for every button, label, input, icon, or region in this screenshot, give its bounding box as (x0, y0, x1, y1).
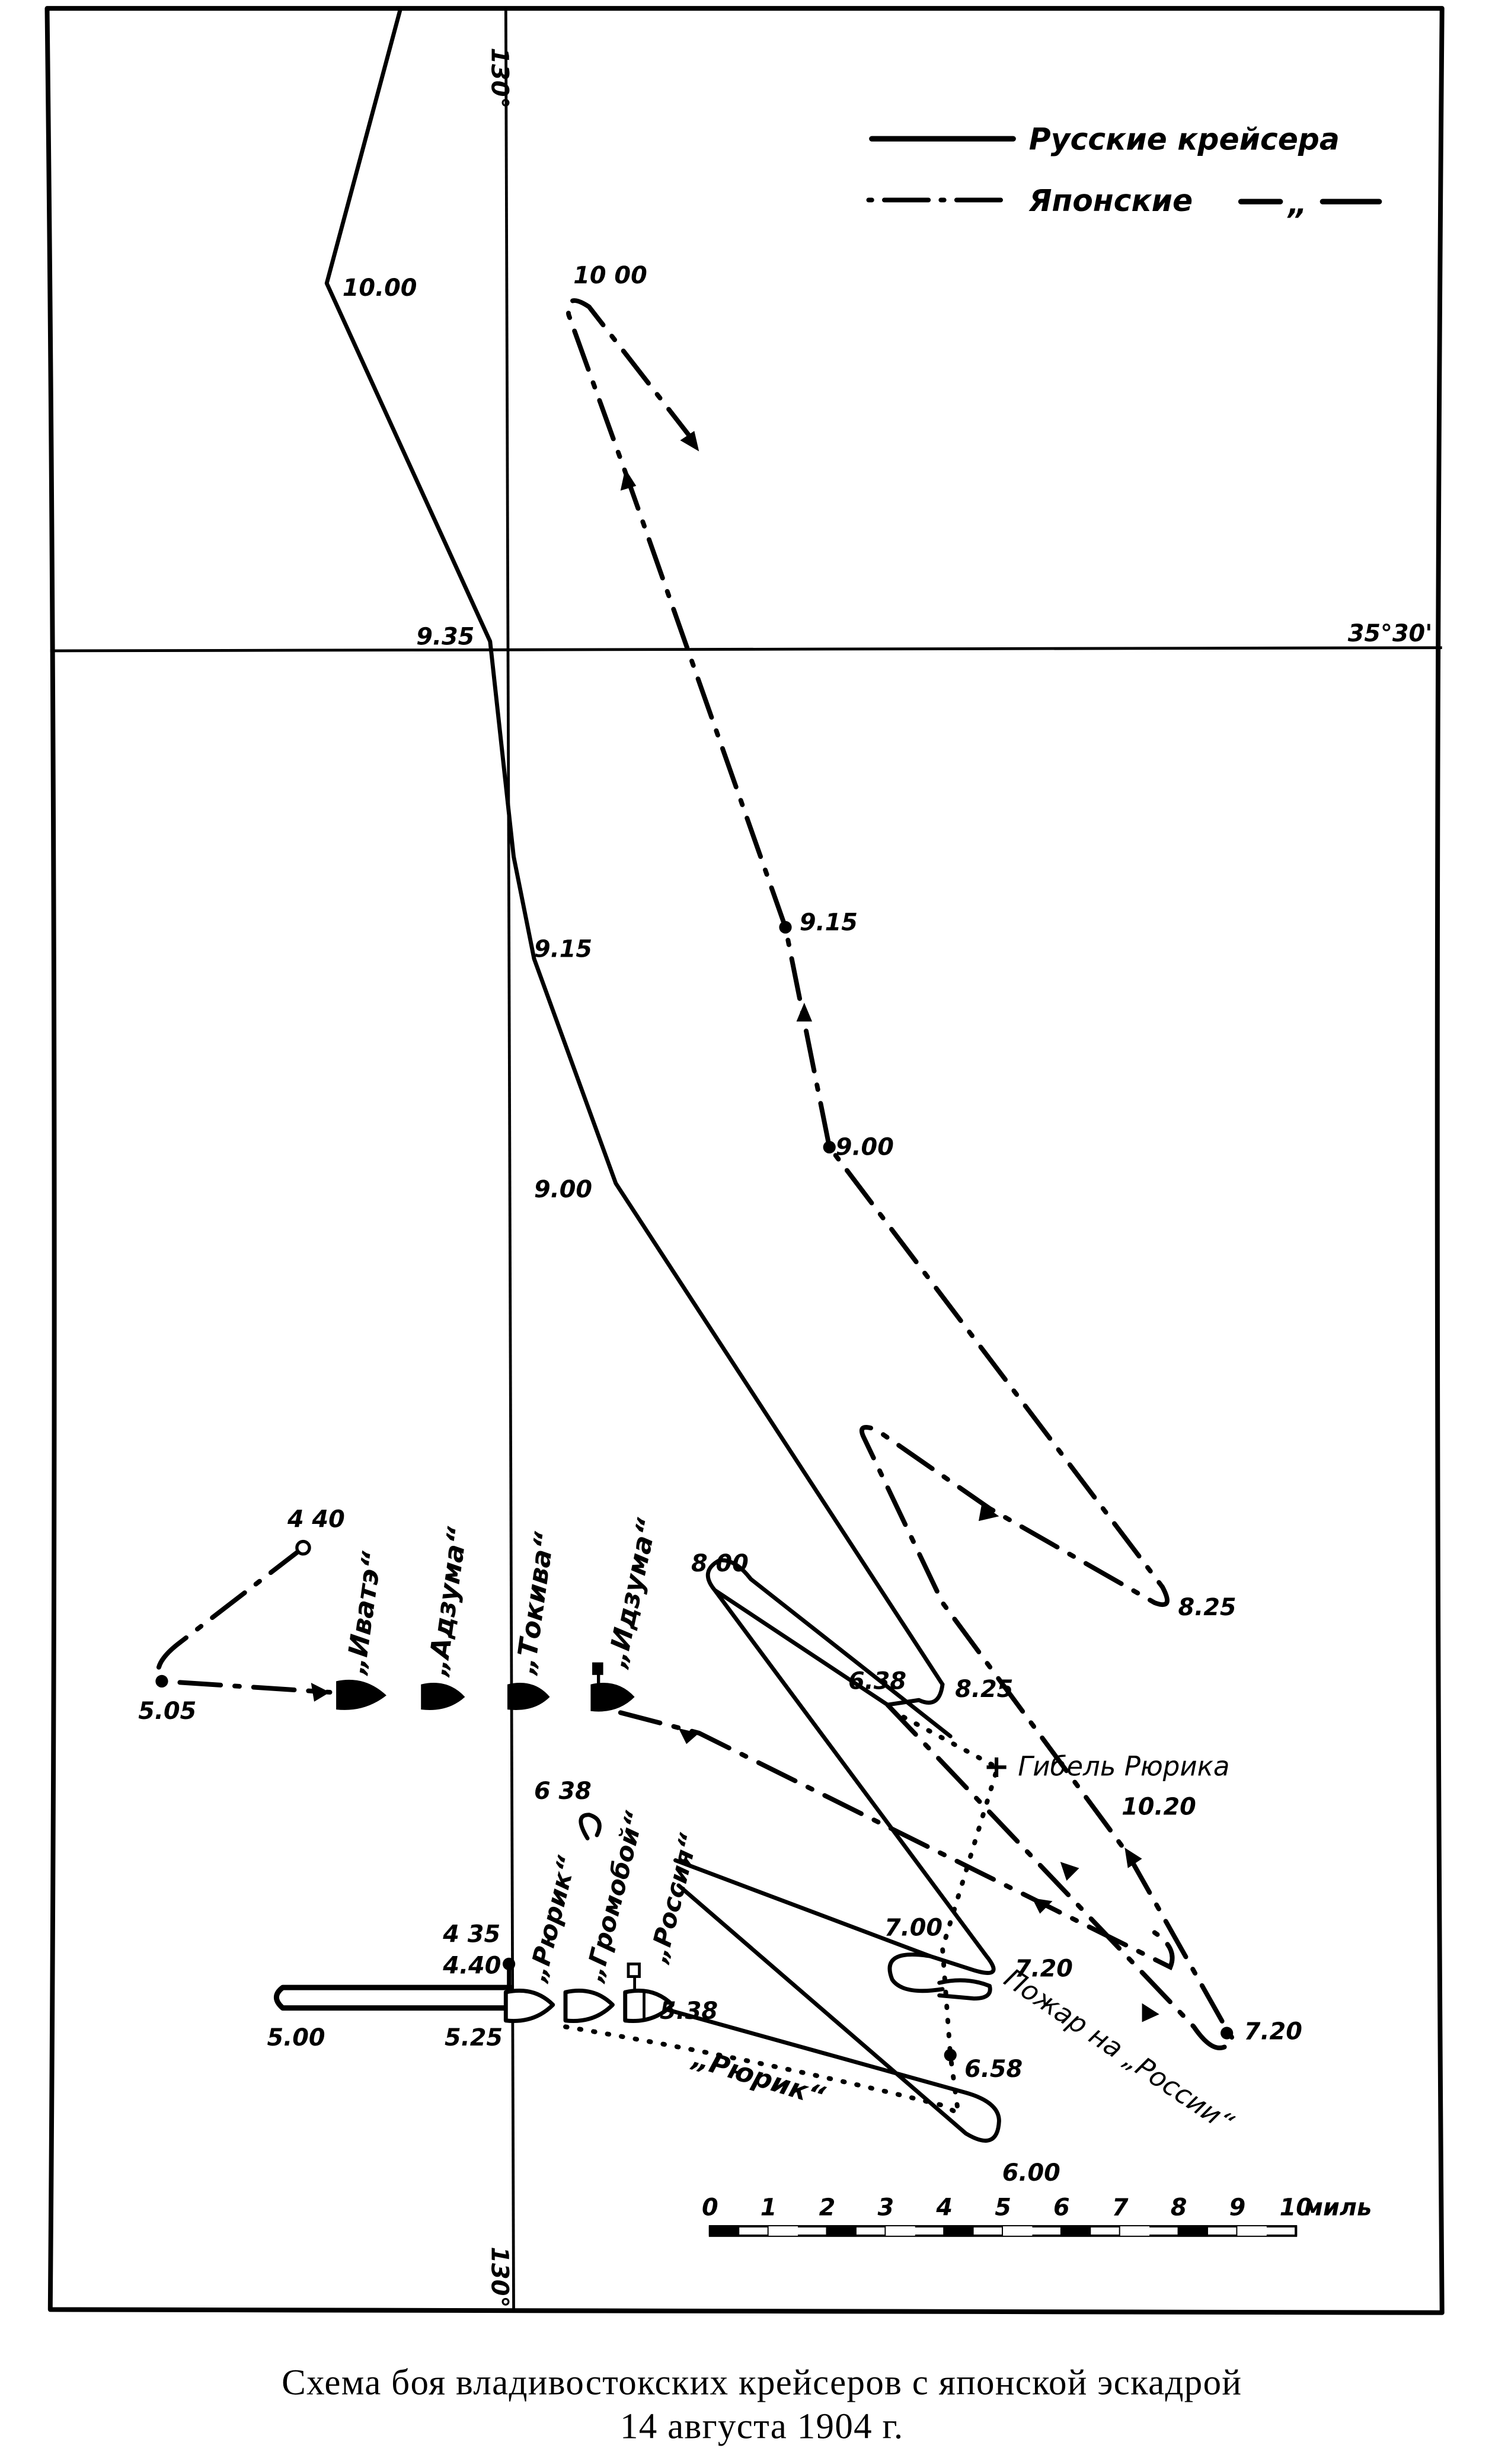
arrow-icon (1032, 1898, 1053, 1914)
russian-track (273, 6, 1001, 2143)
scale-tick-label: 5 (995, 2194, 1011, 2221)
fire-icon (937, 1978, 992, 2001)
japanese-track (155, 298, 1237, 2050)
direction-arrows (311, 431, 1159, 2022)
ship-izumo-icon (590, 1683, 635, 1712)
arrow-icon (978, 1503, 999, 1522)
time-label: 5.05 (138, 1698, 196, 1725)
time-label: 7.20 (1015, 1955, 1073, 1983)
map-frame (44, 6, 1445, 2315)
scale-segment (1237, 2226, 1267, 2236)
time-label: 9.35 (416, 623, 474, 650)
japanese-ships (336, 1662, 635, 1712)
rurik-track-label: „Рюрик“ (688, 2042, 829, 2113)
ship-label-tokiwa: „Токива“ (509, 1530, 560, 1677)
time-label: 5.25 (445, 2024, 503, 2051)
caption-line-1: Схема боя владивостокских крейсеров с яп… (282, 2363, 1242, 2403)
scale-tick-label: 7 (1112, 2194, 1129, 2221)
rurik-loss-cross: + (983, 1749, 1009, 1785)
rurik-track (563, 1710, 1001, 2118)
ship-label-iwate: „Иватэ“ (340, 1549, 388, 1677)
scale-segment (1120, 2226, 1150, 2236)
meridian-bottom-label: 130° (485, 2246, 513, 2308)
scale-tick-label: 4 (935, 2194, 953, 2221)
ship-label-gromoboi: „Громобой“ (579, 1808, 650, 1986)
time-label: 4.40 (442, 1952, 501, 1979)
arrow-icon (1060, 1862, 1079, 1881)
time-label: 5.38 (660, 1998, 718, 2025)
scale-tick-label: 0 (702, 2194, 718, 2221)
arrow-icon (311, 1683, 330, 1702)
arrow-icon (1124, 1848, 1142, 1868)
scale-tick-label: 10 (1280, 2194, 1312, 2221)
ship-label-azuma: „Адзума“ (421, 1525, 474, 1679)
scale-segment (1061, 2226, 1091, 2236)
arrow-icon (1142, 2003, 1159, 2022)
ship-rurik-icon (503, 1989, 555, 2023)
arrow-icon (678, 1728, 699, 1744)
time-label: 4 35 (442, 1920, 500, 1948)
arrow-icon (620, 468, 637, 491)
time-label: 4 40 (287, 1506, 345, 1533)
ship-rossia-icon (623, 1989, 675, 2023)
scale-segment (944, 2226, 974, 2236)
time-label: 5.00 (267, 2024, 325, 2051)
arrow-icon (796, 1002, 813, 1022)
scale-segment (768, 2226, 798, 2236)
scale-segment (1003, 2226, 1033, 2236)
time-label: 6.00 (1002, 2159, 1060, 2187)
scale-bar: миль 0 1 2 3 4 5 6 7 8 9 10 (702, 2194, 1372, 2237)
parallel-label: 35°30' (1348, 620, 1433, 647)
ship-tokiwa-icon (507, 1683, 550, 1710)
legend: Русские крейсера Японские „ (866, 122, 1382, 221)
scale-segment (710, 2226, 740, 2236)
time-label: 10.20 (1122, 1794, 1196, 1821)
time-label: 10.00 (343, 274, 417, 302)
ship-label-rurik: „Рюрик“ (522, 1853, 582, 1986)
time-label: 8 00 (691, 1550, 749, 1577)
ship-azuma-icon (421, 1683, 465, 1710)
time-label: 6 38 (534, 1778, 592, 1805)
time-label: 9.00 (534, 1176, 592, 1203)
time-label: 10 00 (573, 262, 647, 289)
meridian-line (504, 8, 515, 2313)
ship-label-izumo: „Идзума“ (600, 1515, 663, 1671)
scale-segment (886, 2226, 915, 2236)
time-label: 7.20 (1244, 2018, 1302, 2046)
ship-gromoboi-icon (563, 1989, 615, 2023)
legend-russian: Русские крейсера (1029, 122, 1340, 157)
scale-tick-label: 8 (1171, 2194, 1187, 2221)
arrow-icon (680, 431, 699, 452)
time-label: 9.15 (534, 936, 592, 963)
scale-tick-label: 2 (819, 2194, 836, 2221)
time-label: 7.00 (884, 1915, 942, 1942)
scale-segment (1178, 2226, 1208, 2236)
scale-segment (827, 2226, 857, 2236)
time-label: 6.38 (848, 1668, 906, 1695)
russian-ships (503, 1963, 675, 2023)
scale-unit: миль (1303, 2194, 1372, 2221)
time-label: 8.25 (1178, 1594, 1237, 1621)
scale-tick-label: 9 (1229, 2194, 1246, 2221)
legend-japanese: Японские (1028, 183, 1193, 218)
time-label: 9.15 (800, 909, 858, 937)
caption-line-2: 14 августа 1904 г. (620, 2407, 903, 2447)
time-label: 6.58 (964, 2056, 1023, 2083)
scale-tick-label: 6 (1053, 2194, 1070, 2221)
parallel-line (50, 646, 1442, 653)
legend-ditto: „ (1287, 186, 1307, 221)
rurik-loss-label: Гибель Рюрика (1018, 1750, 1229, 1782)
scale-tick-label: 3 (877, 2194, 894, 2221)
time-label: 8.25 (955, 1676, 1013, 1703)
ship-iwate-icon (336, 1679, 386, 1710)
scale-tick-label: 1 (761, 2194, 777, 2221)
time-label: 9.00 (836, 1134, 894, 1161)
meridian-top-label: 130° (485, 47, 513, 108)
